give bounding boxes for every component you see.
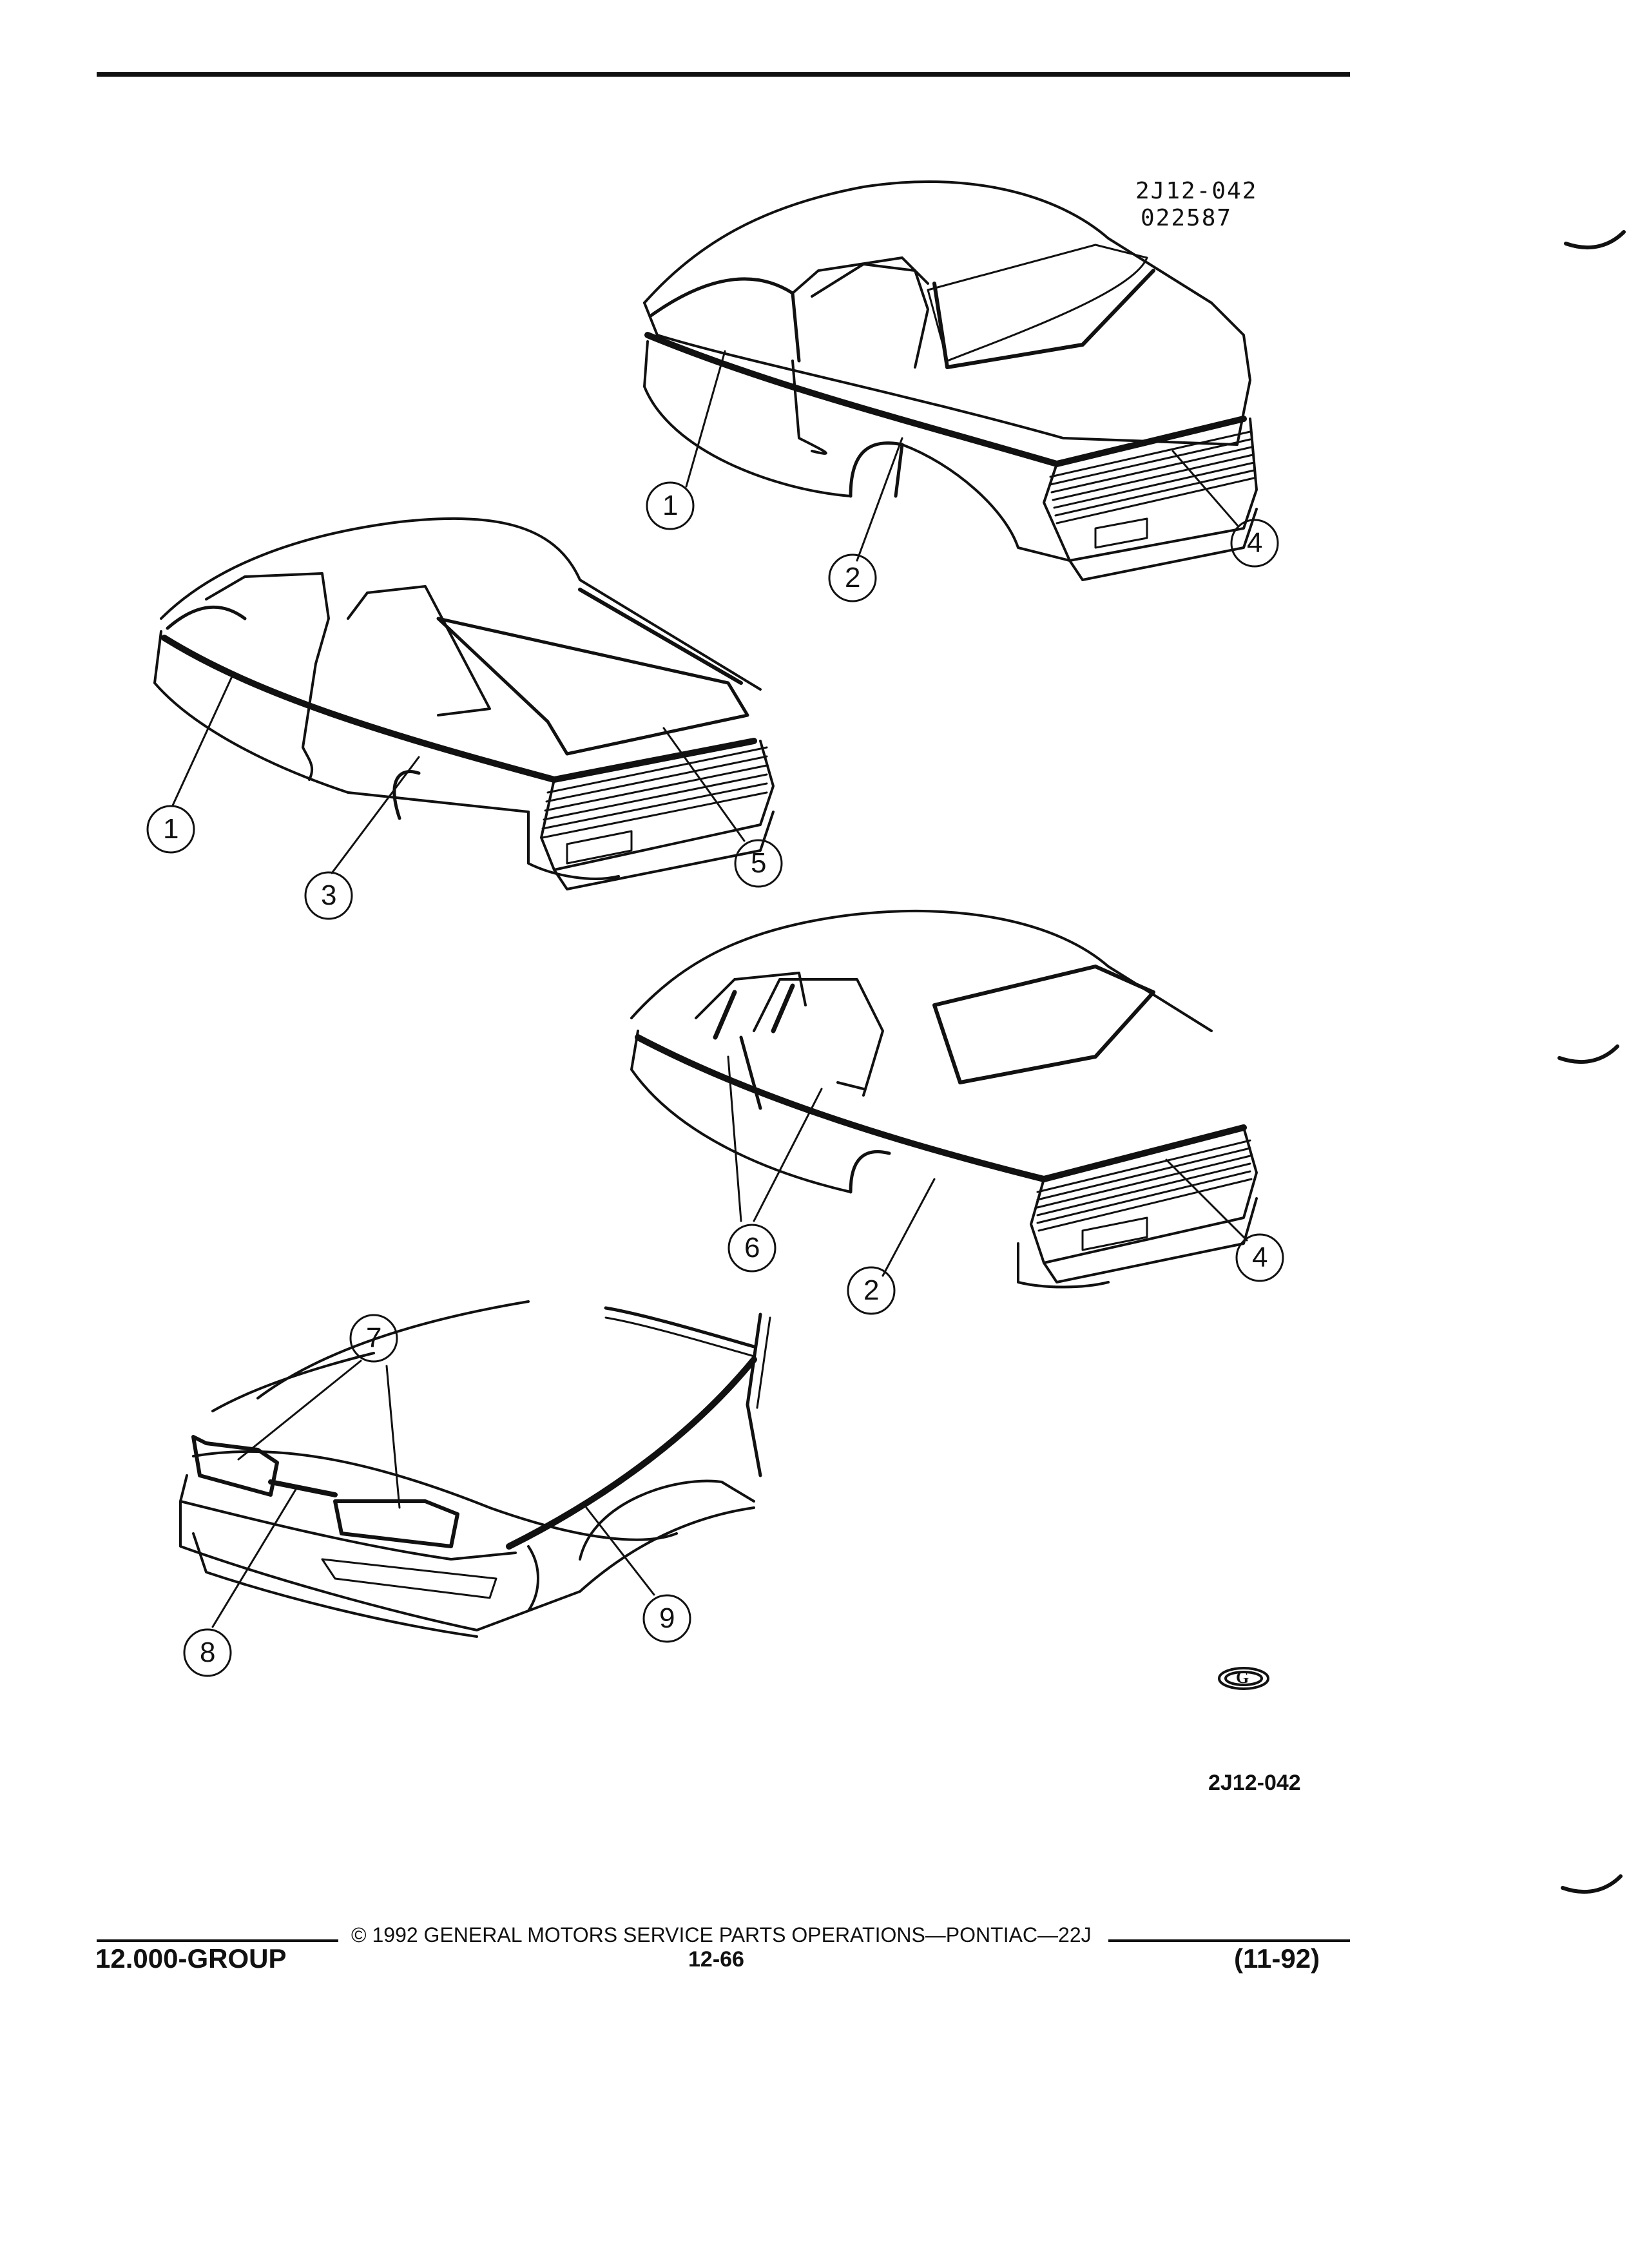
callout-circle-8d: [183, 1628, 232, 1677]
callout-circle-3b: [304, 871, 353, 920]
callout-circle-2a: [828, 553, 877, 602]
callout-4-coupe: 4: [1247, 527, 1263, 559]
callout-7-front: 7: [366, 1322, 382, 1354]
callout-circle-6c: [728, 1224, 776, 1273]
callout-circle-4a: [1230, 519, 1279, 568]
figure-id-bottom: 2J12-042: [1208, 1771, 1301, 1795]
footer-copyright: © 1992 GENERAL MOTORS SERVICE PARTS OPER…: [351, 1923, 1092, 1946]
callout-5-hatchback: 5: [751, 847, 767, 879]
footer-rule-left: [97, 1939, 338, 1942]
callout-9-front: 9: [659, 1602, 675, 1634]
callout-1-hatchback: 1: [163, 813, 179, 845]
car-coupe-top: [643, 180, 1258, 581]
figure-date-code: 022587: [1141, 205, 1233, 231]
binder-marks: [1557, 230, 1626, 1894]
car-front-end: [179, 1300, 771, 1638]
callout-circle-7d: [349, 1314, 398, 1363]
callout-circle-4c: [1235, 1233, 1284, 1282]
callout-leaders: [171, 350, 1248, 1628]
callout-2-coupe: 2: [845, 562, 861, 593]
callout-circle-9d: [642, 1594, 691, 1643]
callout-3-hatchback: 3: [321, 879, 337, 911]
callout-circle-2c: [847, 1266, 896, 1315]
callout-2-sedan: 2: [863, 1274, 880, 1306]
callout-6-sedan: 6: [744, 1232, 760, 1264]
header-rule: [97, 72, 1350, 77]
callout-circle-1b: [146, 805, 195, 854]
callout-circle-5b: [734, 839, 783, 888]
callout-4-sedan: 4: [1252, 1242, 1268, 1273]
car-hatchback: [153, 517, 775, 890]
footer-rule-right: [1108, 1939, 1350, 1942]
car-sedan: [630, 909, 1258, 1289]
callout-1-coupe: 1: [662, 490, 679, 521]
callout-circle-1a: [646, 481, 695, 530]
footer-group: 12.000-GROUP: [95, 1943, 287, 1974]
callout-circles: [146, 481, 1284, 1677]
gm-logo-letter: G: [1236, 1668, 1249, 1687]
gm-logo: [1218, 1667, 1269, 1690]
footer-date: (11-92): [1234, 1943, 1320, 1974]
figure-id-top: 2J12-042: [1135, 178, 1258, 204]
callout-8-front: 8: [200, 1637, 216, 1668]
footer-page-number: 12-66: [688, 1947, 744, 1972]
